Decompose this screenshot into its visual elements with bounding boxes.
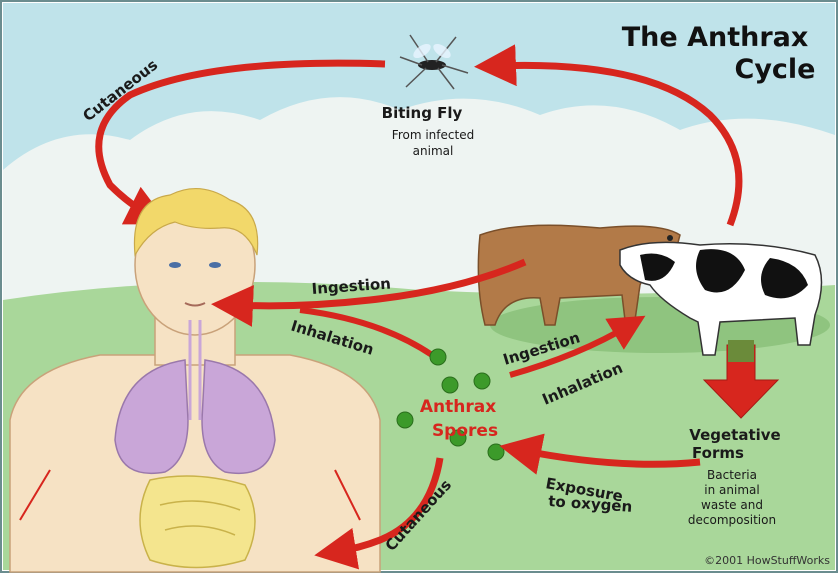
spore-icon [488, 444, 504, 460]
spore-icon [430, 349, 446, 365]
spore-icon [474, 373, 490, 389]
vegetative-sub-3: waste and [701, 498, 763, 512]
spores-label-line1: Anthrax [420, 397, 496, 417]
waste-patch [728, 340, 754, 362]
title-line2: Cycle [735, 54, 816, 85]
vegetative-line2: Forms [692, 444, 744, 462]
title-line1: The Anthrax [622, 22, 809, 53]
spore-icon [442, 377, 458, 393]
biting-fly-sub-2: animal [413, 144, 454, 158]
vegetative-sub-4: decomposition [688, 513, 776, 527]
spores-label-line2: Spores [432, 421, 498, 441]
credit-text: ©2001 HowStuffWorks [704, 554, 830, 567]
vegetative-sub-1: Bacteria [707, 468, 757, 482]
stomach-icon [140, 476, 255, 568]
vegetative-sub-2: in animal [704, 483, 759, 497]
biting-fly-label: Biting Fly [382, 104, 463, 122]
spore-icon [397, 412, 413, 428]
biting-fly-sub-1: From infected [392, 128, 474, 142]
vegetative-line1: Vegetative [689, 426, 780, 444]
